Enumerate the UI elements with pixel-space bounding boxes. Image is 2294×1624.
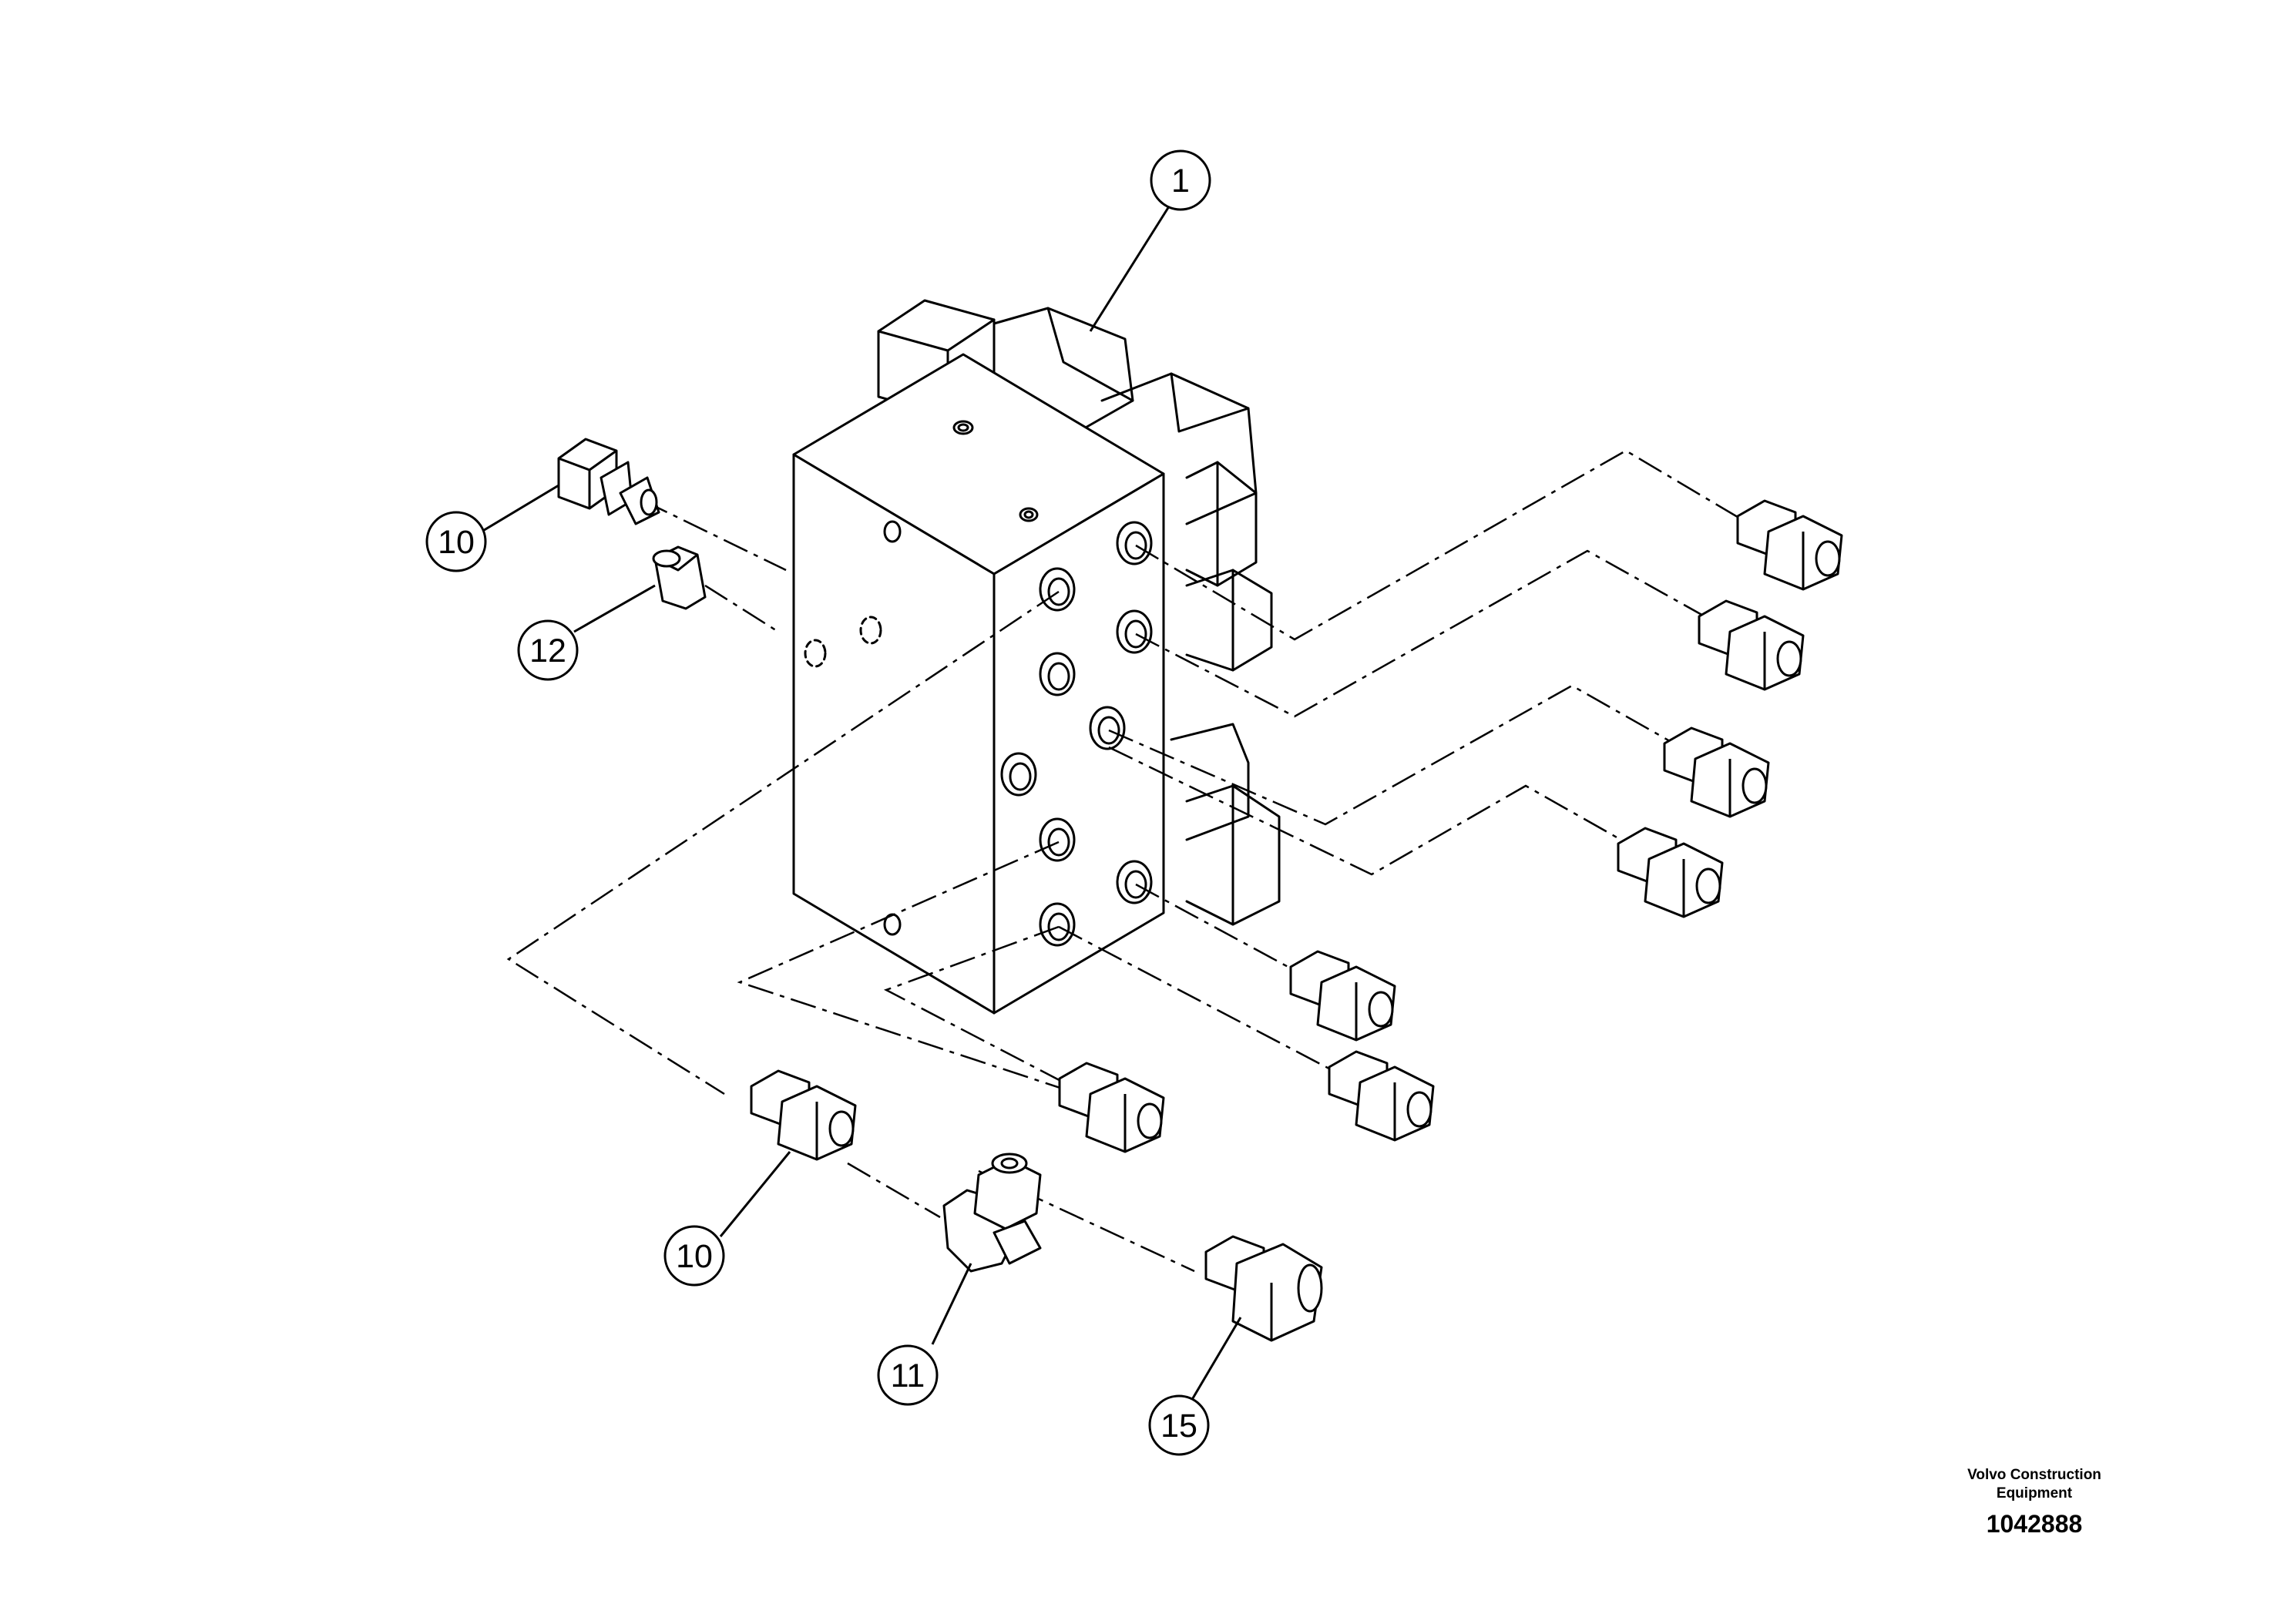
fitting-10-upper <box>557 438 660 525</box>
callout-11-label: 11 <box>891 1357 925 1394</box>
fitting-right-2 <box>1698 599 1805 691</box>
figure-number: 1042888 <box>1986 1510 2083 1538</box>
fitting-right-4 <box>1617 827 1724 918</box>
sensor-15 <box>1204 1235 1323 1342</box>
fitting-10-lower <box>750 1069 857 1161</box>
solenoid-coil-top-mid <box>992 307 1134 433</box>
callout-10-upper: 10 <box>425 511 487 572</box>
callout-15: 15 <box>1148 1394 1210 1456</box>
fitting-lower-right-1 <box>1289 950 1396 1042</box>
fitting-lower-right-2 <box>1328 1050 1435 1142</box>
elbow-fitting-11 <box>942 1153 1042 1273</box>
block-ports <box>1000 521 1153 947</box>
fitting-right-1 <box>1736 499 1843 591</box>
callout-11: 11 <box>877 1344 939 1406</box>
callout-15-label: 15 <box>1160 1408 1197 1444</box>
callout-10-lower: 10 <box>663 1225 725 1287</box>
plug-12 <box>652 545 707 610</box>
callout-12-label: 12 <box>529 632 566 669</box>
solenoid-coil-right-1 <box>1100 372 1258 587</box>
callouts: 1 10 12 10 11 15 <box>425 149 1211 1456</box>
fitting-lower-mid <box>1058 1062 1165 1153</box>
center-lines <box>506 449 1750 1273</box>
company-name-line2: Equipment <box>1996 1485 2073 1502</box>
valve-block <box>792 353 1165 1015</box>
callout-1-label: 1 <box>1171 163 1190 200</box>
solenoid-coil-right-3 <box>1170 723 1281 926</box>
solenoid-coil-right-2 <box>1185 569 1273 672</box>
callout-12: 12 <box>517 619 579 681</box>
callout-10-lower-label: 10 <box>676 1238 713 1275</box>
callout-leaders <box>481 206 1242 1403</box>
company-name-line1: Volvo Construction <box>1967 1467 2101 1483</box>
callout-1: 1 <box>1150 149 1211 211</box>
fitting-right-3 <box>1663 726 1770 818</box>
callout-10-upper-label: 10 <box>438 524 475 561</box>
